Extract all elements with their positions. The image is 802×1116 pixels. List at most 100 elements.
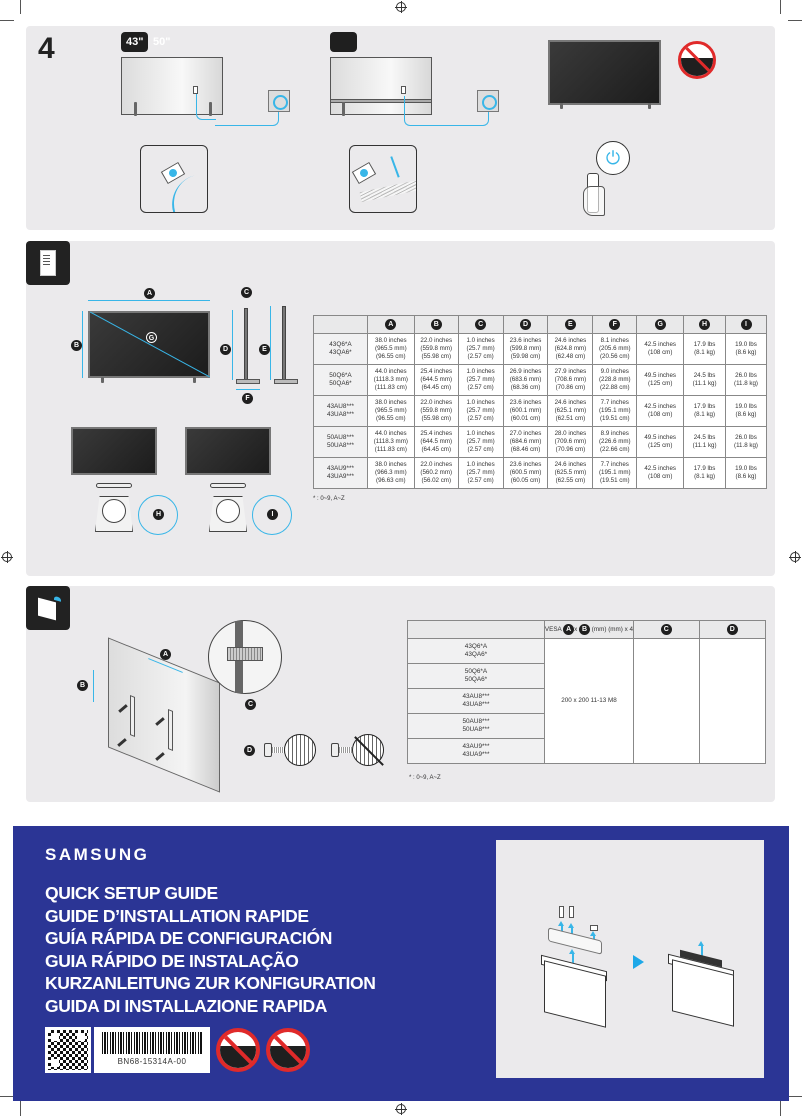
dimension-f-line [236,389,260,390]
spec-cell-e: 24.6 inches(625.1 mm)(62.51 cm) [547,395,594,427]
spec-cell-f: 7.7 inches(195.1 mm)(19.51 cm) [592,457,638,489]
crop-mark [780,0,781,14]
spec-footnote: * : 0~9, A~Z [313,496,345,502]
screw-depth-detail-icon [208,620,282,694]
cable-clip-inset-icon [349,145,417,213]
header-c: C [457,315,504,334]
header-b: B [413,315,459,334]
power-cable [196,94,216,120]
scale-plate [96,483,132,488]
header-d: D [502,315,549,334]
spec-cell-g: 49.5 inches(125 cm) [636,426,685,458]
label-f: F [242,393,253,404]
spec-cell-e: 24.6 inches(624.8 mm)(62.48 cm) [547,333,594,365]
tv-leg [648,103,651,109]
spec-cell-c: 1.0 inches(25.7 mm)(2.57 cm) [457,457,504,489]
spec-cell-h: 17.9 lbs(8.1 kg) [683,333,727,365]
power-port-icon [193,86,198,94]
header-a: A [366,315,415,334]
tv-side-profile-icon [244,308,248,380]
wall-label-c: C [245,699,256,710]
spec-cell-a: 44.0 inches(1118.3 mm)(111.83 cm) [366,426,415,458]
spec-cell-b: 25.4 inches(644.5 mm)(64.45 cm) [413,364,459,396]
tv-leg [134,102,137,116]
spec-cell-c: 1.0 inches(25.7 mm)(2.57 cm) [457,426,504,458]
small-part-icon [590,925,598,931]
table-row: 43AU8***43UA8*** [407,688,766,714]
crop-mark [20,1100,21,1116]
label-b: B [71,340,82,351]
header-e: E [547,315,594,334]
label-a: A [144,288,155,299]
spec-cell-b: 25.4 inches(644.5 mm)(64.45 cm) [413,426,459,458]
spec-cell-d: 23.6 inches(600.5 mm)(60.05 cm) [502,457,549,489]
spec-cell-i: 26.0 lbs(11.8 kg) [725,426,767,458]
dimension-a-line [88,300,210,301]
registration-mark-icon [395,1103,407,1115]
label-h: H [153,509,164,520]
spec-cell-a: 44.0 inches(1118.3 mm)(111.83 cm) [366,364,415,396]
d-value-cell [698,638,767,764]
part-number: BN68-15314A-00 [117,1057,187,1066]
spec-cell-g: 42.5 inches(108 cm) [636,333,685,365]
header-g: G [636,315,685,334]
wall-label-d: D [244,745,255,756]
no-press-screen-icon [216,1028,260,1072]
spec-cell-i: 19.0 lbs(8.6 kg) [725,395,767,427]
vesa-value-cell: 200 x 200 11-13 M8 [543,638,635,764]
spec-cell-c: 1.0 inches(25.7 mm)(2.57 cm) [457,333,504,365]
dimension-e-line [270,306,271,380]
guide-titles: QUICK SETUP GUIDE GUIDE D’INSTALLATION R… [45,882,376,1017]
unboxing-diagram-icon [496,840,764,1078]
spec-cell-b: 22.0 inches(559.8 mm)(55.98 cm) [413,333,459,365]
tv-front-icon [548,40,661,105]
header-h: H [683,315,727,334]
spec-cell-i: 19.0 lbs(8.6 kg) [725,333,767,365]
spec-cell-h: 17.9 lbs(8.1 kg) [683,457,727,489]
size-label-50: 50" [153,36,171,48]
title-pt: GUIA RÁPIDO DE INSTALAÇÃO [45,950,299,971]
model-cell: 43AU9***43UA9*** [407,738,545,764]
no-hold-screen-icon [266,1028,310,1072]
crop-mark [780,1100,781,1116]
table-header-row: A B C D E F G H I [313,315,767,334]
spec-cell-f: 8.9 inches(226.6 mm)(22.66 cm) [592,426,638,458]
tv-leg [209,102,212,116]
registration-mark-icon [789,551,801,563]
spec-cell-h: 24.5 lbs(11.1 kg) [683,364,727,396]
magnifier-circle [138,495,178,535]
spec-cell-d: 26.9 inches(683.6 mm)(68.36 cm) [502,364,549,396]
cable-routing-icon [359,179,416,203]
arrow-icon [390,156,400,178]
title-es: GUÍA RÁPIDA DE CONFIGURACIÓN [45,928,332,948]
power-port-icon [401,86,406,94]
barcode-lines [102,1032,202,1054]
no-touch-screen-icon [678,41,716,79]
power-outlet-icon [477,90,499,112]
header-d: D [698,620,767,639]
spec-cell-h: 17.9 lbs(8.1 kg) [683,395,727,427]
screw-correct-icon [284,734,316,766]
spec-cell-f: 8.1 inches(205.6 mm)(20.56 cm) [592,333,638,365]
title-en: QUICK SETUP GUIDE [45,883,218,903]
header-c: C [633,620,700,639]
pin-icon [559,906,564,918]
title-it: GUIDA DI INSTALLAZIONE RAPIDA [45,995,328,1016]
scale-plate [210,483,246,488]
spec-cell-h: 24.5 lbs(11.1 kg) [683,426,727,458]
size-badge-variant [330,32,357,52]
wall-bracket-icon [168,708,173,752]
registration-mark-icon [395,1,407,13]
specifications-section-icon [26,241,70,285]
power-cable [215,110,279,126]
spec-cell-a: 38.0 inches(965.5 mm)(96.55 cm) [366,333,415,365]
barcode-icon: BN68-15314A-00 [94,1027,210,1073]
table-row: 43AU8***43UA8***38.0 inches(965.5 mm)(96… [313,395,767,427]
c-value-cell [633,638,700,764]
spec-cell-b: 22.0 inches(559.8 mm)(55.98 cm) [413,395,459,427]
